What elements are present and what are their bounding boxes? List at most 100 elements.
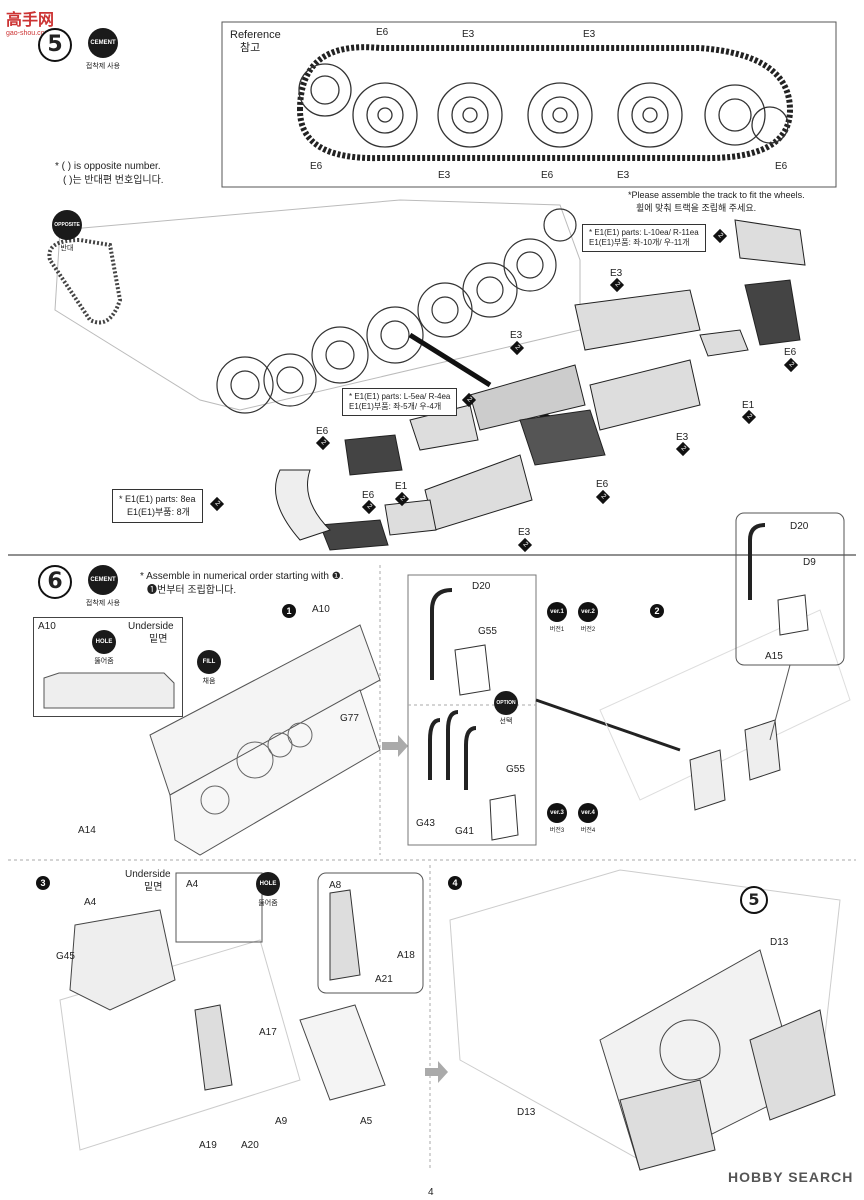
site-logo-url: gao-shou.com bbox=[6, 30, 51, 37]
e1-parts-box-mid: * E1(E1) parts: L-5ea/ R-4ea E1(E1)부품: 좌… bbox=[342, 388, 477, 416]
part-d13-a: D13 bbox=[770, 937, 789, 948]
part-g55-variant-a: G55 bbox=[478, 626, 497, 637]
underside-label-ko: 밑면 bbox=[149, 634, 168, 645]
underside-box-a10: A10 Underside 밑면 HOLE 뚫어줌 bbox=[33, 617, 183, 717]
hole-icon: HOLE bbox=[256, 872, 280, 896]
part-d13-b: D13 bbox=[517, 1107, 536, 1118]
ver2-caption: 버전2 bbox=[580, 627, 596, 633]
ref-label-e3-bot-b: E3 bbox=[617, 170, 630, 181]
underside-a10-label: A10 bbox=[38, 621, 56, 632]
ref-label-e3-bot-a: E3 bbox=[438, 170, 451, 181]
hole-badge-text: HOLE bbox=[259, 881, 277, 887]
part-d20-sub2: D20 bbox=[790, 521, 809, 532]
ver2-icon: ver.2 bbox=[578, 602, 598, 622]
part-a10: A10 bbox=[312, 604, 330, 615]
option-caption: 선택 bbox=[499, 718, 513, 725]
cement-badge-text: CEMENT bbox=[90, 40, 116, 46]
page-number: 4 bbox=[428, 1187, 434, 1198]
opposite-badge-text: OPPOSITE bbox=[54, 222, 80, 228]
substep-2-marker: 2 bbox=[650, 604, 664, 618]
track-note-ko: 휠에 맞춰 트랙을 조립해 주세요. bbox=[636, 203, 757, 213]
part-g41: G41 bbox=[455, 826, 474, 837]
part-e6a: E6 bbox=[784, 347, 797, 358]
part-a20: A20 bbox=[241, 1140, 259, 1151]
step-6-number: 6 bbox=[38, 565, 72, 599]
e1-box-mid-line2: E1(E1)부품: 좌-5개/ 우-4개 bbox=[349, 402, 442, 411]
ver4-icon: ver.4 bbox=[578, 803, 598, 823]
opposite-icon: OPPOSITE bbox=[52, 210, 82, 240]
hole-caption: 뚫어줌 bbox=[258, 900, 278, 907]
ref-label-e3-top-a: E3 bbox=[462, 29, 475, 40]
fill-icon: FILL bbox=[197, 650, 221, 674]
part-a19: A19 bbox=[199, 1140, 217, 1151]
part-a5: A5 bbox=[360, 1116, 373, 1127]
substep-1-marker: 1 bbox=[282, 604, 296, 618]
watermark: HOBBY SEARCH bbox=[728, 1169, 854, 1185]
option-icon: OPTION bbox=[494, 691, 518, 715]
fill-caption: 채움 bbox=[202, 678, 216, 685]
hole-icon: HOLE bbox=[92, 630, 116, 654]
e1-box-right-line1: * E1(E1) parts: L-10ea/ R-11ea bbox=[589, 228, 699, 237]
ref-label-e6-right: E6 bbox=[775, 161, 788, 172]
step-5-number: 5 bbox=[38, 28, 72, 62]
a10-plate-outline bbox=[43, 672, 175, 709]
part-e1b: E1 bbox=[395, 481, 408, 492]
part-a9: A9 bbox=[275, 1116, 288, 1127]
opposite-caption: 반대 bbox=[60, 245, 74, 252]
part-e1a: E1 bbox=[742, 400, 755, 411]
cement-icon: CEMENT bbox=[88, 28, 118, 58]
ver1-icon: ver.1 bbox=[547, 602, 567, 622]
cement-caption: 접착제 사용 bbox=[85, 63, 121, 70]
part-a4: A4 bbox=[84, 897, 97, 908]
site-logo-text: 高手网 bbox=[6, 10, 55, 29]
part-a21: A21 bbox=[375, 974, 393, 985]
ver3-caption: 버전3 bbox=[549, 828, 565, 834]
cement-badge-text: CEMENT bbox=[90, 577, 116, 583]
part-g55-variant-b: G55 bbox=[506, 764, 525, 775]
e1-box-right-line2: E1(E1)부품: 좌-10개/ 우-11개 bbox=[589, 238, 690, 247]
e1-parts-box-left: * E1(E1) parts: 8ea E1(E1)부품: 8개 2 bbox=[112, 489, 224, 523]
part-e3c: E3 bbox=[676, 432, 689, 443]
part-a18: A18 bbox=[397, 950, 415, 961]
part-e3b: E3 bbox=[510, 330, 523, 341]
part-g77: G77 bbox=[340, 713, 359, 724]
cement-icon: CEMENT bbox=[88, 565, 118, 595]
part-d20-variant: D20 bbox=[472, 581, 491, 592]
ver4-caption: 버전4 bbox=[580, 828, 596, 834]
underside-label-en-3: Underside bbox=[125, 869, 171, 880]
ref-label-e3-top-b: E3 bbox=[583, 29, 596, 40]
part-e6b: E6 bbox=[316, 426, 329, 437]
part-e3a: E3 bbox=[610, 268, 623, 279]
underside-label-ko-3: 밑면 bbox=[144, 882, 163, 893]
ver1-caption: 버전1 bbox=[549, 627, 565, 633]
part-g43: G43 bbox=[416, 818, 435, 829]
part-a17: A17 bbox=[259, 1027, 277, 1038]
part-e6d: E6 bbox=[362, 490, 375, 501]
substep-4-marker: 4 bbox=[448, 876, 462, 890]
part-a15: A15 bbox=[765, 651, 783, 662]
fill-badge-text: FILL bbox=[202, 659, 216, 665]
reference-title-ko: 참고 bbox=[240, 42, 261, 54]
track-note-en: *Please assemble the track to fit the wh… bbox=[628, 190, 805, 200]
e1-box-mid-line1: * E1(E1) parts: L-5ea/ R-4ea bbox=[349, 392, 451, 401]
hole-badge-text: HOLE bbox=[95, 639, 113, 645]
underside-a4-label: A4 bbox=[186, 879, 199, 890]
e1-box-left-line1: * E1(E1) parts: 8ea bbox=[119, 494, 196, 504]
part-d9: D9 bbox=[803, 557, 816, 568]
ref-label-e6-bot: E6 bbox=[541, 170, 554, 181]
ver3-icon: ver.3 bbox=[547, 803, 567, 823]
part-e6c: E6 bbox=[596, 479, 609, 490]
hole-caption: 뚫어줌 bbox=[94, 658, 114, 665]
site-logo: 高手网 gao-shou.com bbox=[6, 6, 54, 37]
opposite-note-en: * ( ) is opposite number. bbox=[55, 161, 161, 172]
ref-label-e6-top: E6 bbox=[376, 27, 389, 38]
underside-label-en: Underside bbox=[128, 621, 174, 632]
reference-title: Reference bbox=[230, 29, 281, 41]
e1-parts-box-right: * E1(E1) parts: L-10ea/ R-11ea E1(E1)부품:… bbox=[582, 224, 727, 252]
e1-box-left-line2: E1(E1)부품: 8개 bbox=[127, 507, 190, 517]
cement-caption: 접착제 사용 bbox=[85, 600, 121, 607]
order-note-ko: ❶번부터 조립합니다. bbox=[147, 585, 237, 596]
opposite-note-ko: ( )는 반대편 번호입니다. bbox=[63, 175, 164, 186]
part-a14: A14 bbox=[78, 825, 96, 836]
